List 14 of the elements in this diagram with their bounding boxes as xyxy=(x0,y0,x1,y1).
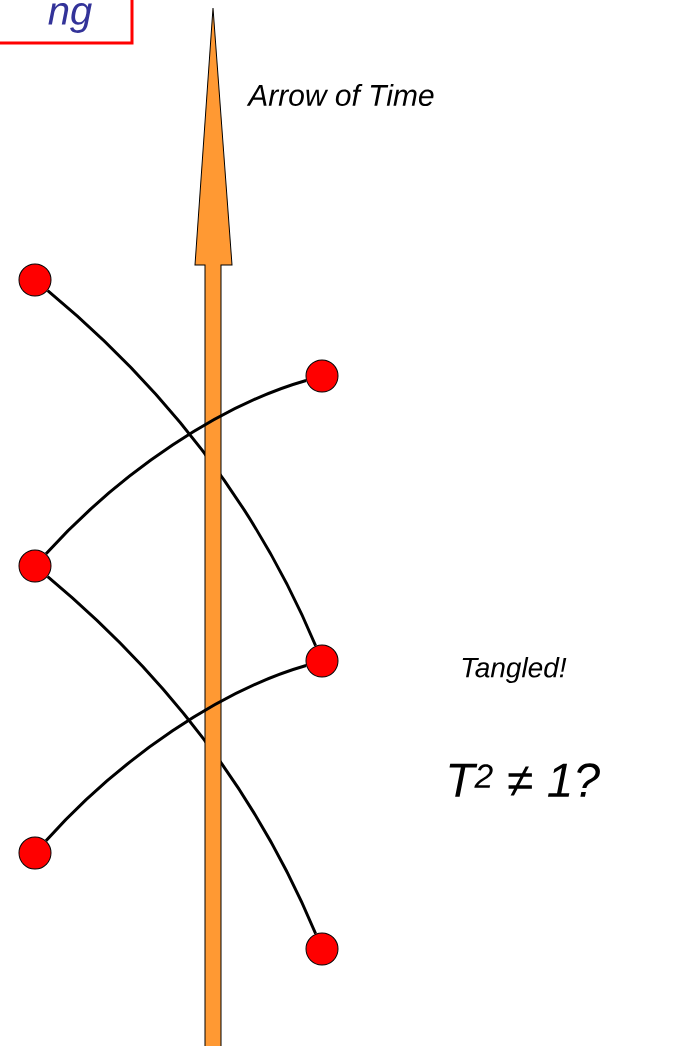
annotation-text: Arrow of Time xyxy=(246,84,434,106)
title-box: ng xyxy=(0,0,134,45)
dot xyxy=(305,359,339,393)
dot xyxy=(18,549,52,583)
dot xyxy=(18,263,52,297)
dot xyxy=(305,644,339,678)
strand-line xyxy=(46,575,318,935)
strand-line xyxy=(44,664,307,842)
strand-line xyxy=(46,289,317,647)
annotation-text: T$^{2}$ ≠ 1? xyxy=(449,763,600,797)
dot xyxy=(18,836,52,870)
annotation-text: Tangled! xyxy=(462,656,567,684)
dot xyxy=(305,932,339,966)
strand-line xyxy=(45,379,307,555)
